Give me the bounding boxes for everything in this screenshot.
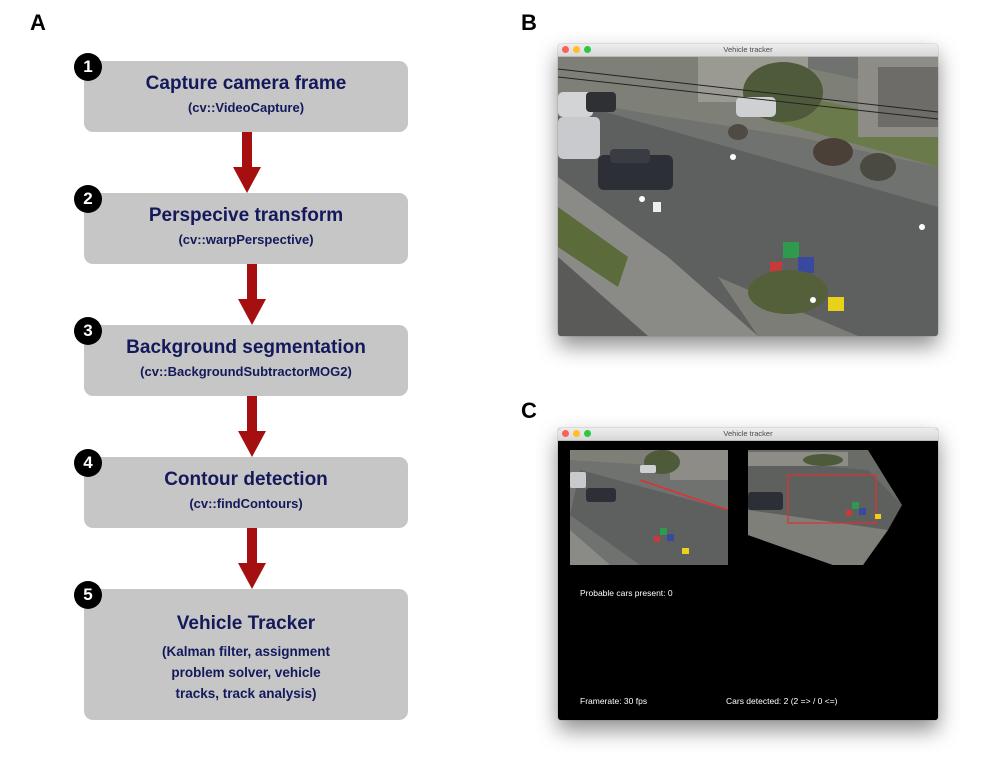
step-subtitle: (Kalman filter, assignment problem solve… [161,644,331,701]
step-number-5: 5 [74,581,102,609]
arrow-down-icon [238,396,266,457]
step-contour-detection: Contour detection (cv::findContours) [84,457,408,528]
panel-label-b: B [521,10,537,35]
window-titlebar: Vehicle tracker [558,428,938,441]
arrow-down-icon [238,264,266,325]
step-title: Perspecive transform [148,205,344,226]
step-capture-frame: Capture camera frame (cv::VideoCapture) [84,61,408,132]
vehicle-tracker-window-c: Vehicle tracker Probable cars present: 0… [558,428,938,720]
step-subtitle: (cv::warpPerspective) [178,232,314,247]
step-number-3: 3 [74,317,102,345]
close-dot-icon[interactable] [562,46,569,53]
window-title: Vehicle tracker [723,45,773,54]
window-titlebar: Vehicle tracker [558,44,938,57]
step-vehicle-tracker: Vehicle Tracker (Kalman filter, assignme… [84,589,408,720]
camera-thumbnail-image [570,450,728,565]
arrow-down-icon [238,528,266,589]
camera-frame-image [558,57,938,336]
step-number-1: 1 [74,53,102,81]
step-title: Background segmentation [126,337,366,358]
panel-label-a: A [30,10,46,35]
zoom-dot-icon[interactable] [584,430,591,437]
zoom-dot-icon[interactable] [584,46,591,53]
step-title: Capture camera frame [145,73,347,94]
step-subtitle: (cv::findContours) [189,496,303,511]
warped-view-image [748,450,902,565]
step-number-4: 4 [74,449,102,477]
step-subtitle: (cv::VideoCapture) [187,100,305,115]
step-subtitle: (cv::BackgroundSubtractorMOG2) [140,364,352,379]
framerate-label: Framerate: 30 fps [580,696,648,706]
window-title: Vehicle tracker [723,429,773,438]
vehicle-tracker-window-b: Vehicle tracker [558,44,938,336]
cars-detected-label: Cars detected: 2 (2 => / 0 <=) [726,696,838,706]
arrow-down-icon [233,132,261,193]
panel-label-c: C [521,398,537,423]
step-background-segmentation: Background segmentation (cv::BackgroundS… [84,325,408,396]
step-title: Contour detection [164,469,328,490]
close-dot-icon[interactable] [562,430,569,437]
probable-cars-label: Probable cars present: 0 [580,588,673,598]
step-perspective-transform: Perspecive transform (cv::warpPerspectiv… [84,193,408,264]
minimize-dot-icon[interactable] [573,46,580,53]
step-number-2: 2 [74,185,102,213]
minimize-dot-icon[interactable] [573,430,580,437]
step-title: Vehicle Tracker [176,613,316,634]
